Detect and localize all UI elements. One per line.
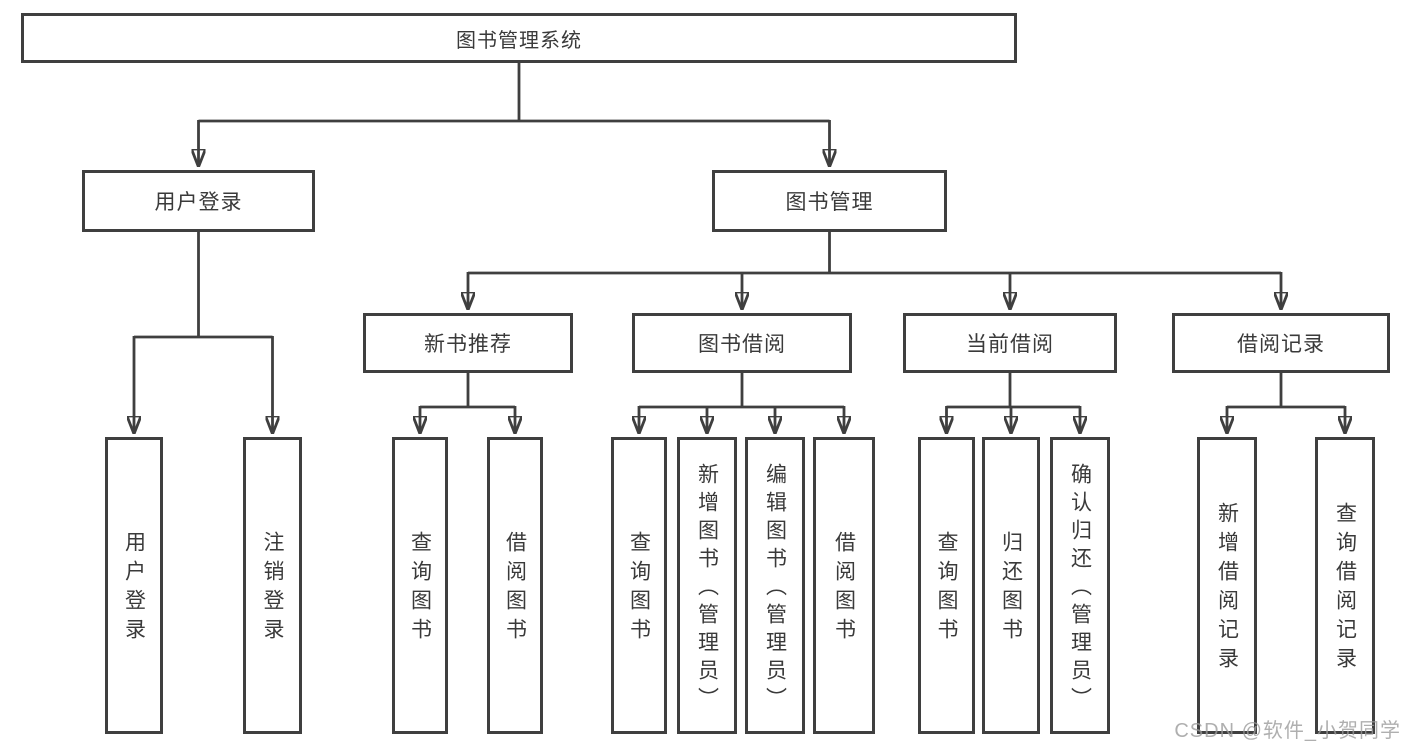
node-book-management: 图书管理 xyxy=(712,170,947,232)
node-user-login: 用户登录 xyxy=(82,170,315,232)
node-current-borrowing: 当前借阅 xyxy=(903,313,1117,373)
leaf-logout: 注销登录 xyxy=(243,437,302,734)
leaf-current-query-books: 查询图书 xyxy=(918,437,975,734)
node-book-borrowing: 图书借阅 xyxy=(632,313,852,373)
leaf-newbook-query-books: 查询图书 xyxy=(392,437,448,734)
leaf-newbook-borrow-books: 借阅图书 xyxy=(487,437,543,734)
leaf-records-query-record: 查询借阅记录 xyxy=(1315,437,1375,734)
leaf-borrow-query-books: 查询图书 xyxy=(611,437,667,734)
leaf-current-return-books: 归还图书 xyxy=(982,437,1040,734)
node-new-book-recommend: 新书推荐 xyxy=(363,313,573,373)
leaf-current-confirm-return-admin: 确认归还（管理员） xyxy=(1050,437,1110,734)
leaf-borrow-edit-books-admin: 编辑图书（管理员） xyxy=(745,437,805,734)
leaf-records-add-record: 新增借阅记录 xyxy=(1197,437,1257,734)
leaf-borrow-add-books-admin: 新增图书（管理员） xyxy=(677,437,737,734)
csdn-watermark: CSDN @软件_小贺同学 xyxy=(1174,720,1401,742)
leaf-borrow-borrow-books: 借阅图书 xyxy=(813,437,875,734)
node-borrow-records: 借阅记录 xyxy=(1172,313,1390,373)
node-root-system: 图书管理系统 xyxy=(21,13,1017,63)
leaf-user-login: 用户登录 xyxy=(105,437,163,734)
